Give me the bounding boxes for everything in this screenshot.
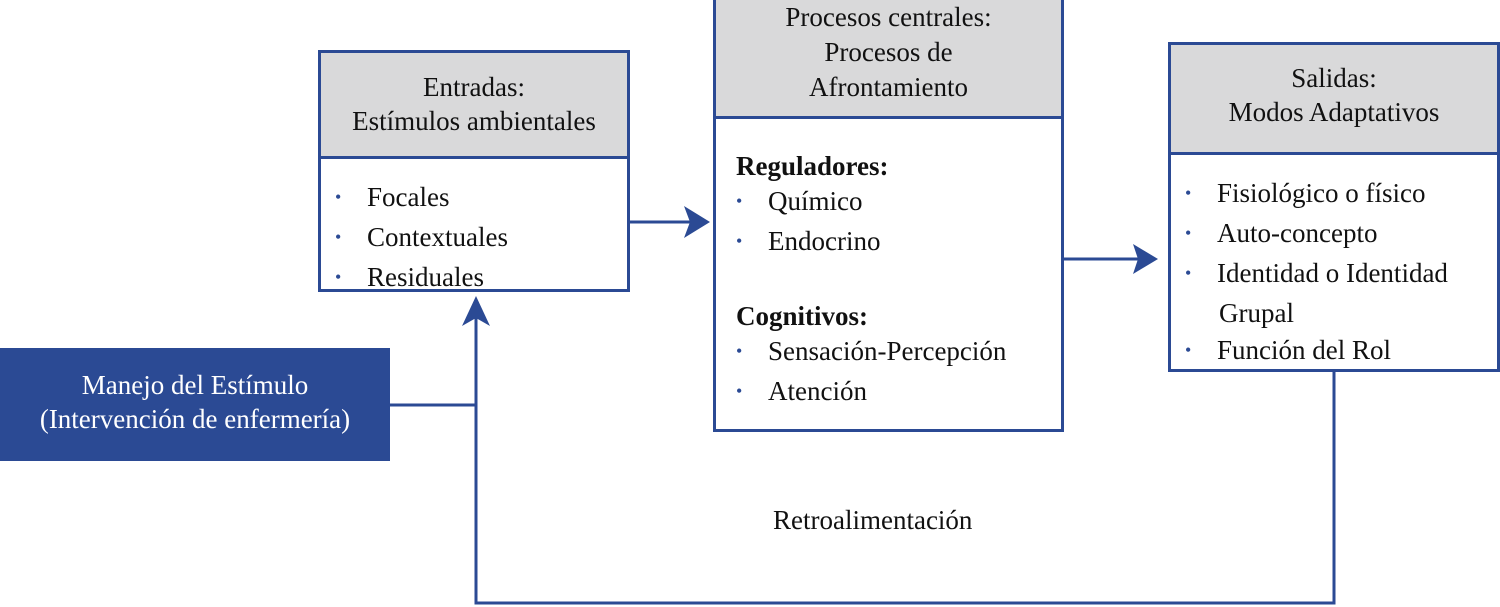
bullet-icon: • <box>736 191 743 211</box>
list-item: • Contextuales <box>335 219 627 259</box>
list-item-text: Identidad o Identidad <box>1217 258 1448 288</box>
inputs-title-line2: Estímulos ambientales <box>352 106 596 136</box>
central-title-line1: Procesos centrales: <box>785 2 992 32</box>
list-item-text: Químico <box>768 186 863 216</box>
arrowhead-feedback-to-inputs <box>462 296 490 326</box>
central-processes-box: Procesos centrales: Procesos de Afrontam… <box>713 0 1064 432</box>
list-item: • Atención <box>736 373 1061 413</box>
outputs-title-line1: Salidas: <box>1291 63 1377 93</box>
inputs-list: • Focales • Contextuales • Residuales <box>321 159 627 299</box>
outputs-header: Salidas: Modos Adaptativos <box>1171 45 1497 155</box>
list-item: • Residuales <box>335 259 627 299</box>
intervention-box: Manejo del Estímulo (Intervención de enf… <box>0 348 390 461</box>
list-item: • Fisiológico o físico <box>1185 175 1497 215</box>
bullet-icon: • <box>736 381 743 401</box>
list-item: • Endocrino <box>736 223 1061 263</box>
central-list: Reguladores: • Químico • Endocrino Cogniti… <box>716 119 1061 413</box>
list-item-text: Atención <box>768 376 867 406</box>
intervention-line2: (Intervención de enfermería) <box>39 404 351 434</box>
list-item-text: Auto-concepto <box>1217 218 1378 248</box>
central-header: Procesos centrales: Procesos de Afrontam… <box>716 0 1061 119</box>
bullet-icon: • <box>736 341 743 361</box>
section-title-reguladores: Reguladores: <box>736 151 889 181</box>
bullet-icon: • <box>1185 223 1192 243</box>
arrowhead-inputs-to-central <box>684 206 710 238</box>
inputs-title-line1: Entradas: <box>423 72 525 102</box>
bullet-icon: • <box>335 267 342 287</box>
intervention-line1: Manejo del Estímulo <box>81 370 309 400</box>
list-item: • Auto-concepto <box>1185 215 1497 255</box>
list-item-text: Fisiológico o físico <box>1217 178 1426 208</box>
bullet-icon: • <box>335 187 342 207</box>
list-item: • Función del Rol <box>1185 332 1497 372</box>
list-item-continuation: Grupal <box>1219 298 1294 328</box>
section-title-cognitivos: Cognitivos: <box>736 301 869 331</box>
list-item: • Identidad o Identidad <box>1185 255 1497 295</box>
bullet-icon: • <box>335 227 342 247</box>
arrowhead-central-to-outputs <box>1133 244 1158 274</box>
bullet-icon: • <box>1185 183 1192 203</box>
list-item-text: Función del Rol <box>1217 335 1391 365</box>
bullet-icon: • <box>1185 263 1192 283</box>
outputs-box: Salidas: Modos Adaptativos • Fisiológico … <box>1168 42 1500 372</box>
central-title-line2: Procesos de <box>824 37 953 67</box>
list-item: • Químico <box>736 183 1061 223</box>
list-item: • Focales <box>335 179 627 219</box>
inputs-header: Entradas: Estímulos ambientales <box>321 53 627 159</box>
list-item-text: Residuales <box>367 262 484 292</box>
list-item-text: Contextuales <box>367 222 508 252</box>
inputs-box: Entradas: Estímulos ambientales • Focales… <box>318 50 630 292</box>
bullet-icon: • <box>1185 340 1192 360</box>
outputs-list: • Fisiológico o físico • Auto-concepto • Id… <box>1171 155 1497 372</box>
outputs-title-line2: Modos Adaptativos <box>1228 97 1440 127</box>
list-item-text: Focales <box>367 182 450 212</box>
feedback-loop-line <box>474 318 1336 605</box>
feedback-label: Retroalimentación <box>773 505 973 535</box>
list-item-text: Endocrino <box>768 226 881 256</box>
list-item: • Sensación-Percepción <box>736 333 1061 373</box>
central-title-line3: Afrontamiento <box>809 72 968 102</box>
bullet-icon: • <box>736 231 743 251</box>
list-item-text: Sensación-Percepción <box>768 336 1007 366</box>
